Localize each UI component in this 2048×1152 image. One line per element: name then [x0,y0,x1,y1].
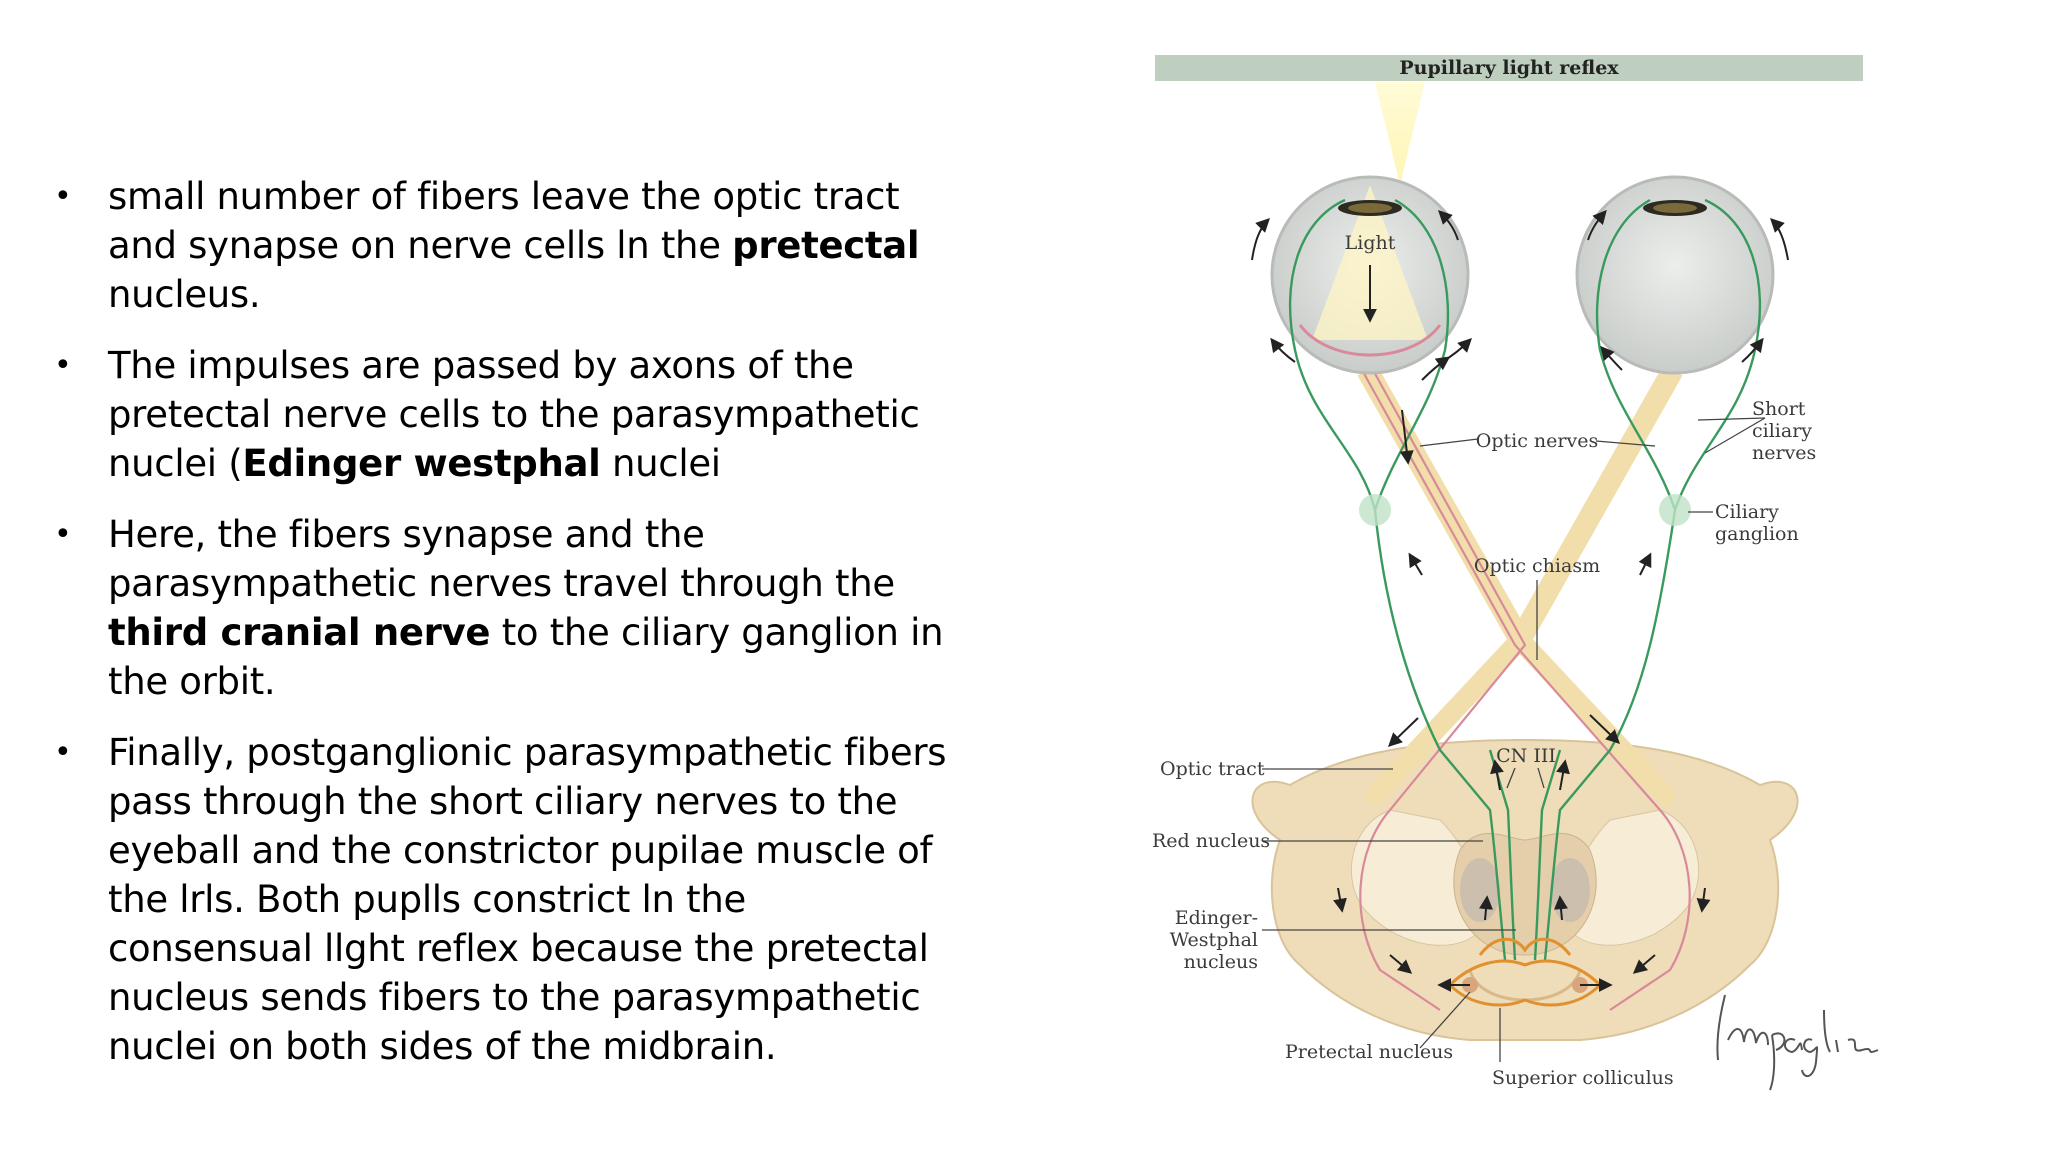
pupillary-reflex-figure: Pupillary light reflex [1140,50,1880,1152]
bullet-dot-icon: • [54,517,72,552]
label-ciliary-ganglion-1: Ciliary [1715,501,1779,523]
text-run: The impulses are passed by axons of the … [108,344,920,485]
ciliary-ganglion-left [1359,494,1391,526]
bullet-item: • Finally, postganglionic parasympatheti… [54,728,954,1071]
bullet-list: • small number of fibers leave the optic … [54,172,954,1071]
label-optic-tract: Optic tract [1160,758,1265,780]
artist-signature [1716,994,1879,1091]
label-pretectal-nucleus: Pretectal nucleus [1285,1041,1453,1063]
edinger-westphal-loop [1478,937,1572,956]
text-run: to the ciliary ganglion in the orbit. [108,611,944,703]
text-run: tract and synapse on nerve cells ln the [108,175,900,267]
optic-nerves [1357,364,1683,651]
label-light: Light [1345,232,1396,254]
text-run: nucleus. [108,273,261,316]
label-optic-chiasm: Optic chiasm [1474,555,1600,577]
afferent-pathway-left [1359,369,1527,1011]
text-run: small number of fibers leave the optic [108,175,803,218]
bullet-text: small number of fibers leave the optic t… [108,175,920,316]
figure-title: Pupillary light reflex [1399,57,1619,79]
bullet-item: • small number of fibers leave the optic … [54,172,954,319]
label-ew-1: Edinger- [1175,907,1258,929]
bullet-dot-icon: • [54,735,72,770]
label-red-nucleus: Red nucleus [1152,830,1270,852]
label-ew-3: nucleus [1184,951,1258,973]
bullet-text: Here, the fibers synapse and the parasym… [108,513,944,703]
bullet-text: Finally, postganglionic parasympathetic … [108,731,947,1068]
light-beam [1375,82,1425,185]
label-short-ciliary-1: Short [1752,398,1806,420]
red-nucleus-right [1550,858,1590,922]
text-run: nuclei [600,442,721,485]
bold-term: pretectal [732,224,920,267]
right-eye [1575,175,1775,375]
afferent-pathway-right [1361,369,1691,1011]
bold-term: Edinger westphal [242,442,601,485]
label-short-ciliary-2: ciliary [1752,420,1812,442]
label-optic-nerves: Optic nerves [1476,430,1598,452]
text-run: Finally, postganglionic parasympathetic … [108,731,947,1068]
red-nucleus-left [1460,858,1500,922]
label-superior-colliculus: Superior colliculus [1492,1067,1674,1089]
bullet-item: • Here, the fibers synapse and the parasy… [54,510,954,706]
label-ew-2: Westphal [1170,929,1258,951]
pupillary-reflex-diagram: Pupillary light reflex [1152,55,1879,1091]
ciliary-ganglion-right [1659,494,1691,526]
bullet-item: • The impulses are passed by axons of th… [54,341,954,488]
label-short-ciliary-3: nerves [1752,442,1816,464]
bullet-text: The impulses are passed by axons of the … [108,344,920,485]
direction-arrows [1251,209,1789,992]
bullet-dot-icon: • [54,179,72,214]
bullet-dot-icon: • [54,348,72,383]
label-cn3: CN III [1496,745,1556,767]
leader-lines [1262,417,1766,1062]
bold-term: third cranial nerve [108,611,491,654]
text-run: Here, the fibers synapse and the parasym… [108,513,895,605]
label-ciliary-ganglion-2: ganglion [1715,523,1799,545]
figure-title-bar [1155,55,1863,81]
